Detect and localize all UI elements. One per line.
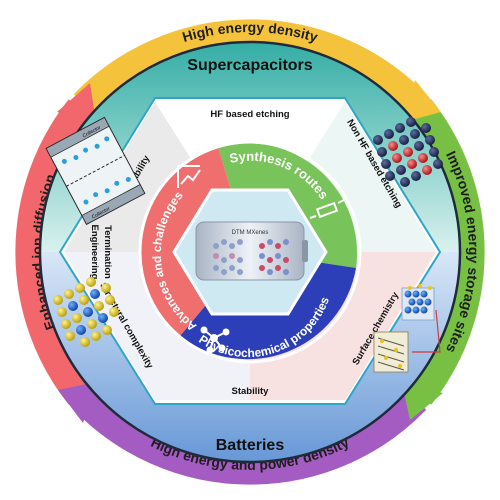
molecule-network-icon — [200, 326, 230, 354]
arrowhead-top — [404, 80, 441, 122]
label-termination: Termination — [102, 225, 113, 279]
mxene-lattice-left — [213, 239, 243, 275]
arrowhead-left — [57, 83, 96, 122]
arrowhead-right — [402, 383, 443, 420]
ion-lattice-left — [53, 277, 119, 347]
inner-disk-border — [38, 40, 462, 464]
supercapacitor-cell-illustration: Collector Collector — [45, 116, 146, 226]
outer-arc-bottom — [73, 386, 427, 485]
growth-chart-icon — [177, 165, 201, 188]
label-engineering: Engineering — [89, 225, 100, 280]
label-stability: Stability — [232, 386, 270, 397]
outer-arc-top — [73, 19, 427, 118]
surface-chemistry-illustration — [373, 284, 441, 373]
syringe-icon — [309, 199, 345, 219]
label-hf-etching: HF based etching — [210, 109, 289, 120]
ion-lattice-top-right — [373, 117, 443, 187]
batteries-title: Batteries — [216, 437, 285, 454]
outer-arc-right — [404, 99, 485, 405]
mxene-cell-illustration: DTM MXenes — [195, 221, 308, 281]
dtm-mxenes-label: DTM MXenes — [232, 230, 269, 236]
supercapacitors-title: Supercapacitors — [187, 57, 312, 74]
arrowhead-bottom — [58, 382, 96, 423]
mxene-lattice-right — [259, 239, 289, 275]
